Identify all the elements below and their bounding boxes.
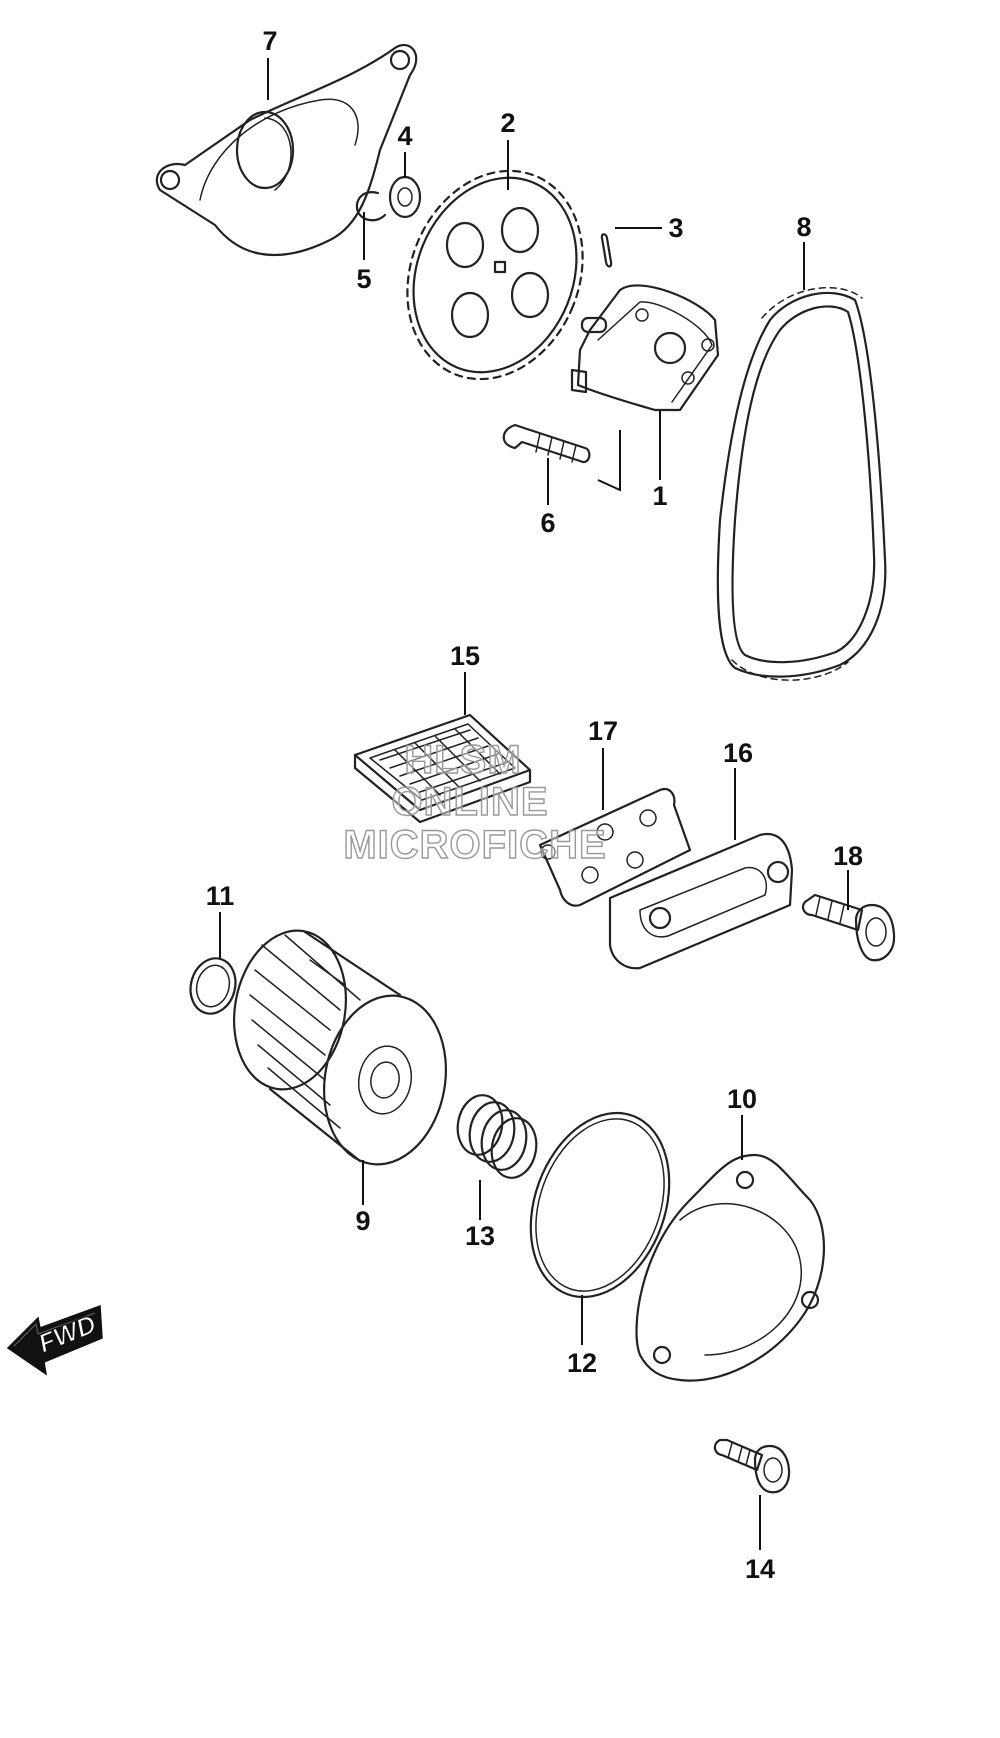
fwd-arrow-icon — [6, 1304, 103, 1376]
fwd-direction-badge: FWD — [6, 1304, 103, 1376]
leader-lines — [219, 58, 849, 1550]
bolt-icon — [801, 893, 896, 962]
callout-6: 6 — [540, 508, 555, 538]
o-ring-large-icon — [529, 1111, 671, 1299]
watermark-line-2: ONLINE — [391, 780, 548, 824]
o-ring-icon — [189, 957, 237, 1015]
bolt-icon — [713, 1438, 791, 1494]
callout-9: 9 — [355, 1206, 370, 1236]
callout-16: 16 — [723, 738, 753, 768]
callout-1: 1 — [652, 481, 667, 511]
callout-2: 2 — [500, 108, 515, 138]
watermark: HLSM ONLINE MICROFICHE — [343, 737, 607, 867]
spring-icon — [456, 1094, 538, 1179]
callout-14: 14 — [745, 1554, 775, 1584]
callouts: 7 2 4 3 8 5 1 6 15 17 16 18 11 10 9 13 1… — [206, 26, 863, 1584]
callout-8: 8 — [796, 212, 811, 242]
callout-13: 13 — [465, 1221, 495, 1251]
oil-filter-icon — [232, 929, 448, 1166]
cover-plate-icon — [155, 43, 418, 257]
callout-10: 10 — [727, 1084, 757, 1114]
leader-1b — [597, 430, 621, 492]
callout-12: 12 — [567, 1348, 597, 1378]
strainer-icon — [353, 713, 532, 824]
callout-18: 18 — [833, 841, 863, 871]
filter-cap-icon — [635, 1153, 825, 1382]
callout-5: 5 — [356, 264, 371, 294]
callout-3: 3 — [668, 213, 683, 243]
callout-17: 17 — [588, 716, 618, 746]
callout-7: 7 — [262, 26, 277, 56]
callout-4: 4 — [397, 121, 412, 151]
plate-icon — [608, 832, 794, 970]
circlip-icon — [355, 191, 387, 222]
driven-gear-icon — [406, 169, 584, 381]
screw-icon — [502, 423, 591, 464]
pin-icon — [600, 233, 613, 268]
oil-pump-icon — [570, 284, 720, 412]
gasket-icon — [538, 787, 692, 907]
drive-chain-icon — [716, 287, 887, 681]
watermark-line-1: HLSM — [404, 738, 521, 782]
watermark-line-3: MICROFICHE — [343, 823, 606, 867]
washer-icon — [388, 175, 422, 219]
callout-11: 11 — [206, 881, 235, 911]
callout-15: 15 — [450, 641, 480, 671]
